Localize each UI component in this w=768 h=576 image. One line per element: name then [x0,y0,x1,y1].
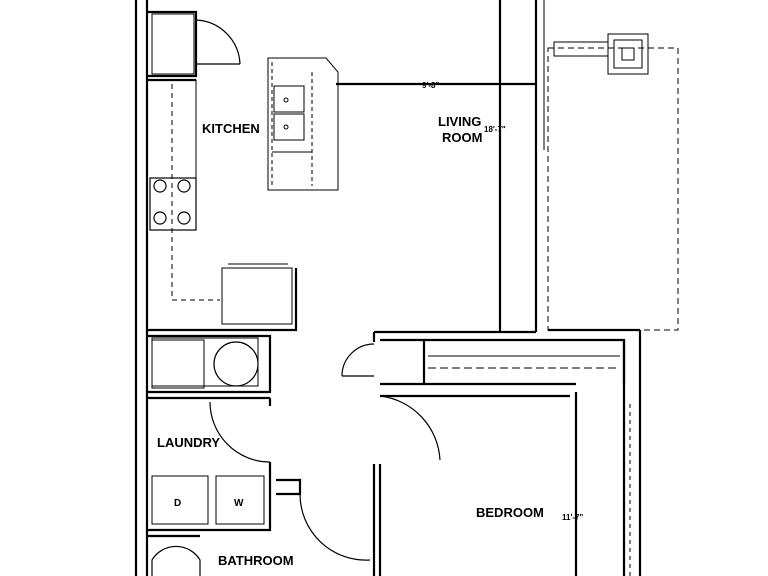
washer-label: W [234,498,244,509]
details [150,0,679,576]
room-label-kitchen: KITCHEN [202,121,260,136]
dimension-kitchen: 9'-8" [422,81,439,90]
bathtub-icon [151,545,201,576]
kitchen-sink-icon [273,85,305,141]
room-label-laundry: LAUNDRY [157,435,220,450]
dimension-bedroom: 11'-7" [562,513,583,522]
walls [134,0,642,576]
room-label-bedroom: BEDROOM [476,505,544,520]
room-label-bathroom: BATHROOM [218,553,294,568]
room-label-living: LIVING [438,114,481,129]
column-icon [607,33,649,75]
dryer-label: D [174,498,181,509]
stove-icon [149,177,197,231]
laundry-closet [151,337,259,387]
doors [195,19,441,561]
room-label-room: ROOM [442,130,482,145]
dimension-living: 18'-7" [484,125,506,134]
